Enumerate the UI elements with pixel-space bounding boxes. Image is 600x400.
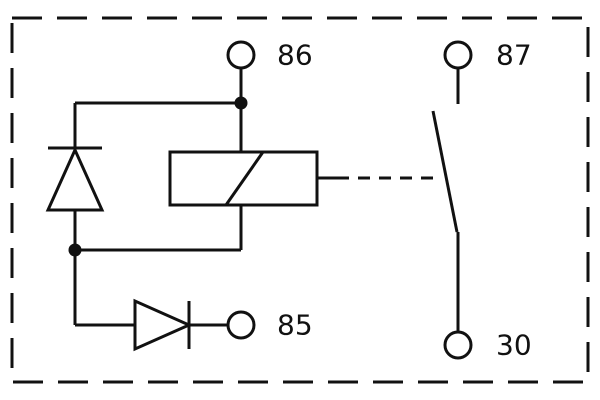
terminal-30-circle xyxy=(443,330,473,360)
junction-dot-left xyxy=(68,243,82,257)
series-diode-triangle-icon xyxy=(133,298,193,352)
terminal-87-label: 87 xyxy=(496,39,532,72)
diagram-border xyxy=(10,16,590,384)
switch-blade-icon xyxy=(431,110,459,233)
terminal-86-circle xyxy=(226,40,256,70)
terminal-87-circle xyxy=(443,40,473,70)
terminal-30-label: 30 xyxy=(496,329,532,362)
terminal-86-label: 86 xyxy=(277,39,313,72)
junction-dot-top xyxy=(234,96,248,110)
terminal-85-circle xyxy=(226,310,256,340)
relay-coil-diagonal-icon xyxy=(224,151,265,206)
flyback-diode-triangle-icon xyxy=(45,146,105,212)
terminal-85-label: 85 xyxy=(277,309,313,342)
